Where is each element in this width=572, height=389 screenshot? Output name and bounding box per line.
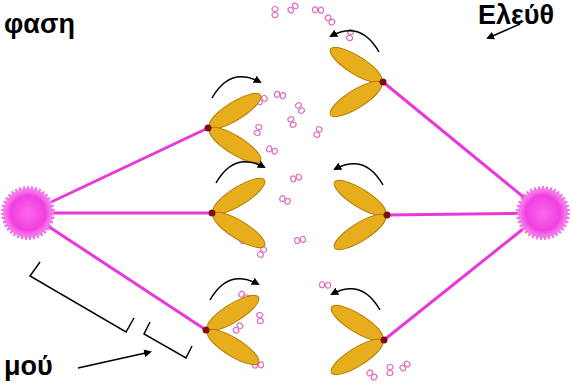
chromosome-fragment	[387, 364, 393, 375]
chromosome-fragment	[319, 282, 330, 289]
chromosome-fragment	[232, 322, 244, 334]
movement-arrow	[212, 77, 260, 98]
label-text: φαση	[4, 10, 75, 40]
chromatid-arm	[326, 75, 386, 122]
spindle-fiber	[383, 82, 543, 213]
centromere	[205, 125, 212, 132]
spindle-pole	[518, 188, 568, 238]
centromere	[209, 210, 216, 217]
centromere	[203, 327, 210, 334]
chromosome-fragment	[274, 91, 286, 99]
chromosome-fragment	[366, 369, 378, 381]
chromosome-fragment	[256, 312, 263, 324]
spindle-fiber	[384, 213, 543, 340]
chromosome-fragment	[294, 236, 306, 244]
movement-arrow	[332, 289, 380, 310]
leader-arrow	[78, 352, 150, 368]
chromatid-arm	[330, 208, 390, 255]
label-text: Ελεύθ	[478, 1, 554, 31]
chromosome-fragment	[312, 7, 323, 14]
chromatid-arm	[203, 323, 263, 370]
spindle-pole	[3, 188, 53, 238]
chromosome-fragment	[295, 102, 306, 115]
chromosome-fragment	[266, 145, 278, 154]
chromosome-fragment	[254, 124, 263, 136]
centromere	[381, 337, 388, 344]
spindle-poles	[3, 188, 568, 238]
chromatid-arm	[205, 121, 265, 168]
chromosome-fragment	[313, 126, 323, 138]
movement-arrow	[335, 164, 383, 185]
chromosome	[327, 289, 388, 381]
movement-arrow	[216, 162, 264, 183]
chromosome-fragment	[279, 195, 292, 205]
movement-arrow	[331, 31, 379, 52]
spindle-fibers	[28, 82, 543, 340]
chromosome	[203, 279, 264, 371]
bracket	[30, 262, 134, 332]
chromosome	[326, 31, 387, 123]
spindle-fiber	[28, 128, 208, 213]
chromosome	[205, 77, 266, 169]
spindle-fiber	[28, 213, 206, 330]
chromatid-arm	[209, 206, 269, 253]
chromosome-fragment	[324, 14, 336, 26]
chromosomes	[203, 31, 391, 381]
chromosome	[209, 162, 270, 254]
centromere	[380, 79, 387, 86]
chromosome-fragment	[399, 360, 411, 372]
centromere	[384, 212, 391, 219]
chromosome-fragment	[290, 173, 302, 182]
label-text: μού	[4, 352, 53, 382]
chromosome-fragment	[287, 116, 297, 128]
chromosome	[330, 164, 391, 256]
chromosome-fragment	[287, 2, 299, 14]
bracket	[144, 322, 192, 358]
spindle-fiber	[28, 212, 212, 215]
chromosome-fragment	[272, 7, 278, 18]
chromatid-arm	[327, 333, 387, 380]
movement-arrow	[210, 279, 258, 300]
